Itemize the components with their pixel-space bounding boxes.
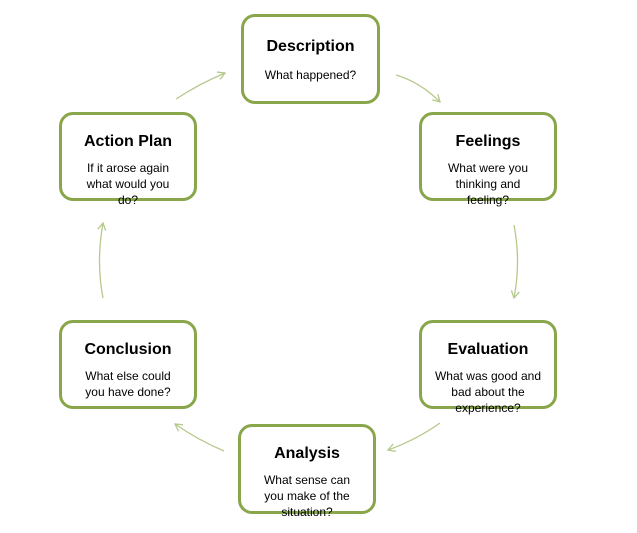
stage-analysis-box: Analysis What sense can you make of the …	[238, 424, 376, 519]
stage-feelings-box: Feelings What were you thinking and feel…	[419, 112, 557, 207]
arrow-description-to-feelings	[395, 74, 441, 103]
stage-question: What happened?	[264, 68, 357, 82]
arrow-actionplan-to-description	[175, 71, 227, 100]
stage-question: What was good and bad about the experien…	[434, 369, 542, 415]
stage-title: Conclusion	[84, 341, 172, 358]
stage-title: Action Plan	[83, 133, 172, 150]
stage-title: Analysis	[274, 445, 340, 462]
stage-conclusion-box: Conclusion What else could you have done…	[59, 320, 197, 409]
stage-description-box: Description What happened?	[241, 14, 380, 104]
stage-evaluation-box: Evaluation What was good and bad about t…	[419, 320, 557, 415]
arrow-conclusion-to-actionplan	[97, 221, 107, 299]
arrow-analysis-to-conclusion	[173, 423, 225, 452]
stage-title: Feelings	[455, 133, 521, 150]
arrow-evaluation-to-analysis	[386, 422, 441, 453]
arrow-feelings-to-evaluation	[510, 224, 520, 300]
stage-question: If it arose again what would you do?	[86, 161, 170, 207]
stage-question: What else could you have done?	[85, 369, 171, 399]
stage-title: Evaluation	[447, 341, 529, 358]
stage-title: Description	[266, 38, 355, 55]
stage-question: What were you thinking and feeling?	[447, 161, 529, 207]
stage-question: What sense can you make of the situation…	[263, 473, 351, 519]
stage-action-plan-box: Action Plan If it arose again what would…	[59, 112, 197, 207]
